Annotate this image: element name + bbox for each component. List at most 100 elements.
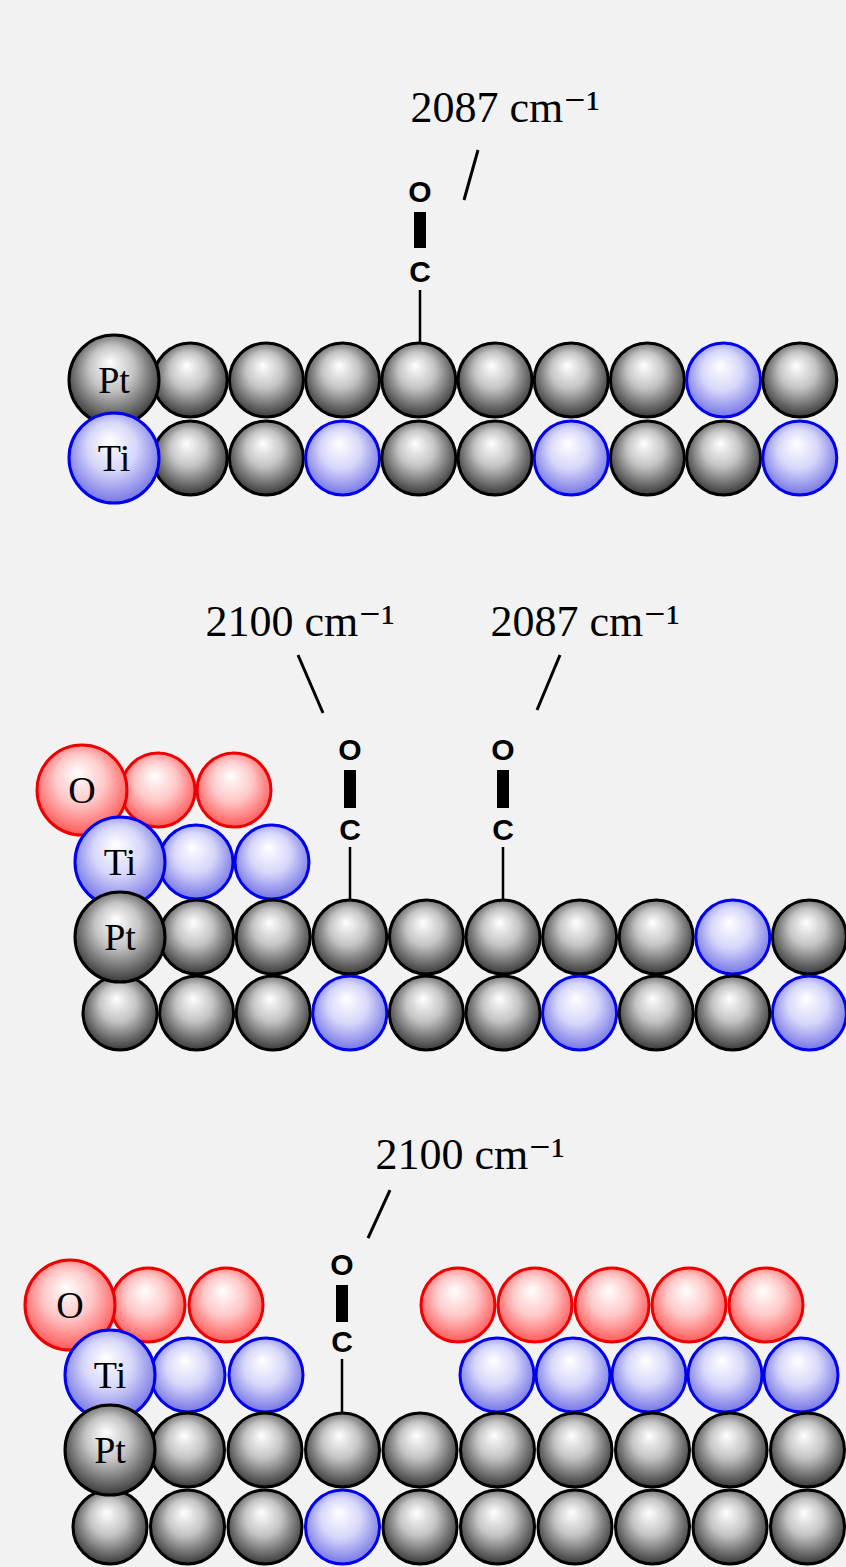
atom-sphere [687,421,761,495]
surface-bond [502,847,505,899]
co-bond [344,770,356,808]
atom-sphere [461,1413,535,1487]
atom-sphere [153,343,227,417]
atom-sphere [466,976,540,1050]
atom-sphere [458,421,532,495]
atom-sphere [693,1490,767,1564]
atom-sphere [610,421,684,495]
atom-sphere [575,1268,649,1342]
atom-sphere [306,421,380,495]
atom-sphere [73,1490,147,1564]
atom-spheres [73,343,846,1564]
atom-sphere [458,343,532,417]
wavenumber-label: 2100 cm⁻¹ [375,1133,564,1177]
atom-sphere [534,421,608,495]
atom-sphere [313,900,387,974]
atom-sphere [229,421,303,495]
element-symbol: Ti [104,843,136,881]
atom-sphere [693,1413,767,1487]
atom-letter: C [339,815,361,845]
atom-sphere [153,421,227,495]
leader-line [368,1190,390,1238]
atom-sphere [382,421,456,495]
atom-sphere [306,343,380,417]
atom-sphere [382,343,456,417]
atom-sphere [772,976,846,1050]
atom-sphere [696,900,770,974]
atom-sphere [83,976,157,1050]
atom-sphere [688,1338,762,1412]
element-symbol-holder: Ti [67,411,161,505]
surface-bond [349,847,352,899]
leader-line [537,655,560,710]
atom-sphere [389,976,463,1050]
atom-sphere: Ti [67,411,161,505]
atom-sphere [160,976,234,1050]
atom-letter: C [409,257,431,287]
atom-sphere [771,1490,845,1564]
co-molecules [298,150,560,1412]
atom-sphere [236,976,310,1050]
element-symbol: O [68,771,95,809]
atom-sphere [421,1268,495,1342]
atom-sphere [612,1338,686,1412]
atom-sphere [306,1413,380,1487]
atom-sphere [538,1490,612,1564]
atom-sphere [616,1490,690,1564]
atom-letter: O [338,735,361,765]
atom-letter: O [330,1250,353,1280]
atom-letter: C [331,1327,353,1357]
leader-line [298,655,323,713]
wavenumber-label: 2100 cm⁻¹ [205,600,394,644]
atom-sphere [543,976,617,1050]
atom-sphere [228,1490,302,1564]
atom-sphere [306,1490,380,1564]
atom-sphere [383,1490,457,1564]
atom-sphere [498,1268,572,1342]
atom-sphere [764,1338,838,1412]
co-bond [497,770,509,808]
wavenumber-label: 2087 cm⁻¹ [410,86,599,130]
atom-sphere [763,421,837,495]
atom-sphere [121,753,195,827]
co-bond [414,212,426,248]
element-symbol: Pt [98,361,130,399]
atom-sphere [538,1413,612,1487]
atom-sphere [652,1268,726,1342]
atom-sphere [235,825,309,899]
atom-letter: O [408,177,431,207]
atom-sphere [772,900,846,974]
atom-sphere [159,825,233,899]
atom-sphere [763,343,837,417]
element-symbol: Pt [104,918,136,956]
atom-sphere [229,1338,303,1412]
element-symbol: Ti [98,439,130,477]
atom-sphere [313,976,387,1050]
atom-sphere [536,1338,610,1412]
atom-sphere [229,343,303,417]
atom-sphere [619,900,693,974]
atom-sphere [151,1490,225,1564]
element-symbol: O [56,1286,83,1324]
element-symbol: Ti [94,1356,126,1394]
atom-sphere [461,1490,535,1564]
atom-sphere [610,343,684,417]
atom-sphere [616,1413,690,1487]
atom-sphere [197,753,271,827]
sphere-shape [75,892,165,982]
element-symbol: Pt [94,1431,126,1469]
atom-sphere: Pt [73,890,167,984]
wavenumber-label: 2087 cm⁻¹ [490,600,679,644]
atom-sphere: Pt [63,1403,157,1497]
atom-sphere [619,976,693,1050]
atom-sphere [543,900,617,974]
sphere-shape [65,1405,155,1495]
element-symbol-holder: Pt [73,890,167,984]
atom-sphere [687,343,761,417]
element-symbol-holder: Pt [63,1403,157,1497]
atom-letter: C [492,815,514,845]
atom-sphere [389,900,463,974]
atom-sphere [160,900,234,974]
atom-sphere [696,976,770,1050]
